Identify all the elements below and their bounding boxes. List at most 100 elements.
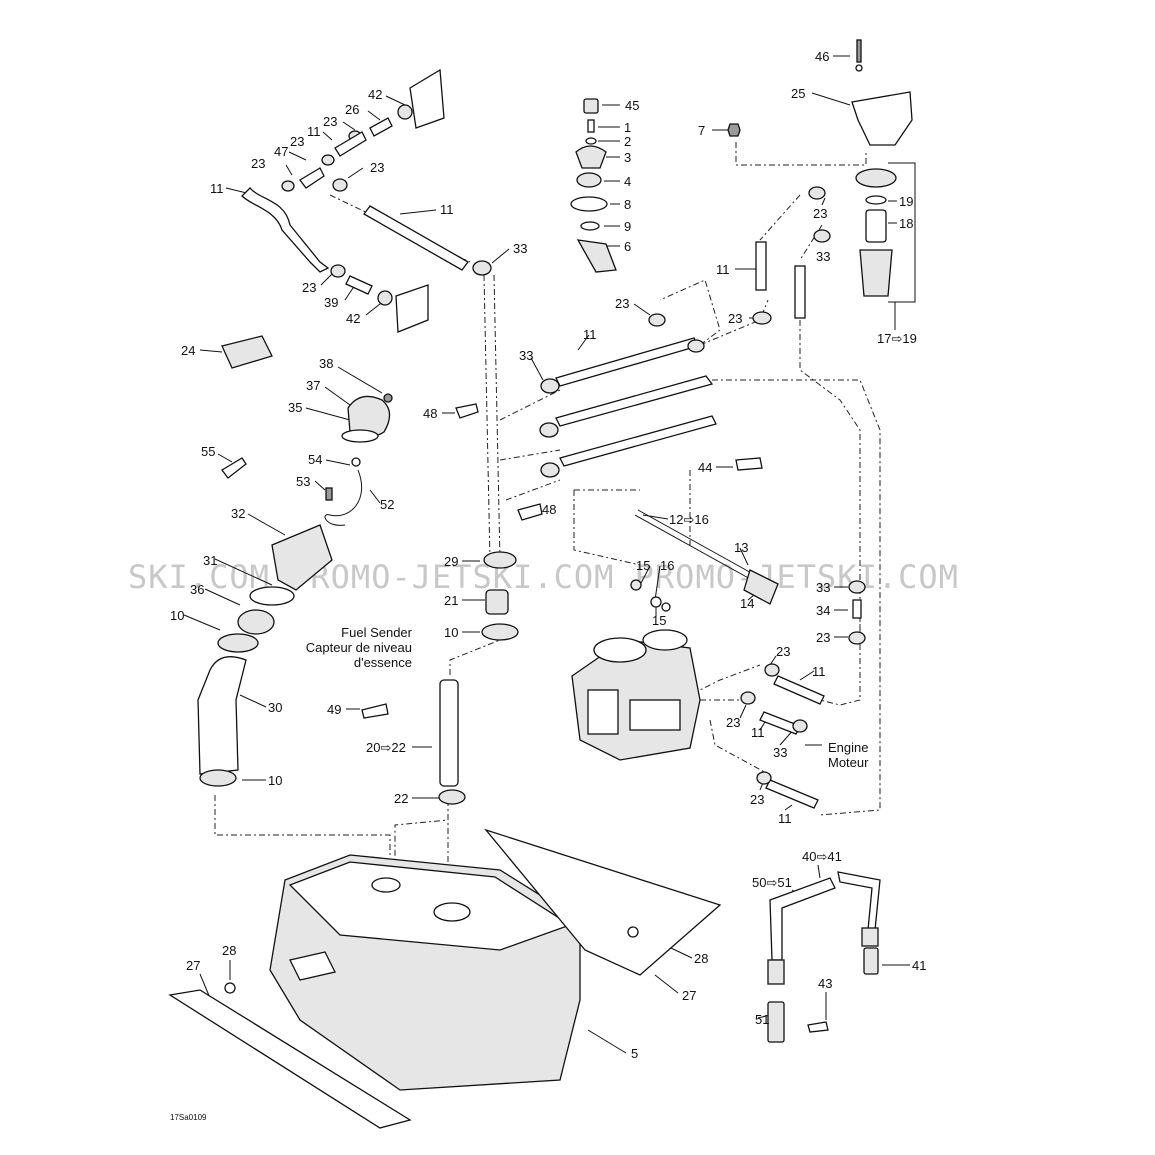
callout: 38 — [319, 356, 333, 371]
callout: 27 — [186, 958, 200, 973]
callout: 46 — [815, 49, 829, 64]
callout: 11 — [716, 262, 730, 277]
callout: 33 — [519, 348, 533, 363]
callout: 49 — [327, 702, 341, 717]
callout: 13 — [734, 540, 748, 555]
callout: 45 — [625, 98, 639, 113]
callout: 36 — [190, 582, 204, 597]
callout: 34 — [816, 603, 830, 618]
callout: 11 — [751, 725, 765, 740]
callout: 41 — [912, 958, 926, 973]
callout: 35 — [288, 400, 302, 415]
callout: 18 — [899, 216, 913, 231]
callout: 42 — [346, 311, 360, 326]
fuel-filter-assembly — [727, 39, 913, 297]
callout: 7 — [698, 123, 705, 138]
callout: 11 — [440, 202, 454, 217]
callout: 11 — [583, 327, 597, 342]
callout: 23 — [323, 114, 337, 129]
callout: 23 — [370, 160, 384, 175]
callout: 29 — [444, 554, 458, 569]
callout: 21 — [444, 593, 458, 608]
callout: 4 — [624, 174, 631, 189]
fuel-sender-note-fr: Capteur de niveau — [306, 640, 412, 655]
callout: 32 — [231, 506, 245, 521]
annotation-notes: Fuel Sender Capteur de niveau d'essence … — [306, 625, 869, 770]
callout: 37 — [306, 378, 320, 393]
callout: 27 — [682, 988, 696, 1003]
callout: 19 — [899, 194, 913, 209]
watermark: SKI.COM PROMO-JETSKI.COM PROMO-JETSKI.CO… — [128, 558, 959, 596]
callout: 40⇨41 — [802, 849, 842, 864]
fuel-sender-column — [361, 551, 519, 805]
callout: 23 — [750, 792, 764, 807]
callout-labels: 46 25 7 19 23 18 33 11 23 17⇨19 45 1 2 3… — [170, 49, 926, 1061]
callout: 10 — [268, 773, 282, 788]
carburetor — [571, 629, 701, 761]
callout: 8 — [624, 197, 631, 212]
callout: 11 — [778, 811, 792, 826]
callout: 14 — [740, 596, 754, 611]
vent-hoses — [241, 68, 492, 333]
callout: 24 — [181, 343, 195, 358]
callout: 20⇨22 — [366, 740, 406, 755]
tank-straps — [767, 871, 881, 1043]
callout: 28 — [694, 951, 708, 966]
drawing-code: 17Sa0109 — [170, 1113, 207, 1122]
callout: 26 — [345, 102, 359, 117]
callout: 23 — [726, 715, 740, 730]
callout: 15 — [636, 558, 650, 573]
callout: 1 — [624, 120, 631, 135]
callout: 47 — [274, 144, 288, 159]
callout: 48 — [423, 406, 437, 421]
callout: 23 — [290, 134, 304, 149]
callout: 54 — [308, 452, 322, 467]
filler-neck-assembly — [197, 335, 763, 787]
callout: 3 — [624, 150, 631, 165]
callout: 28 — [222, 943, 236, 958]
callout: 30 — [268, 700, 282, 715]
fuel-sender-note-en: Fuel Sender — [341, 625, 412, 640]
callout: 6 — [624, 239, 631, 254]
engine-note-en: Engine — [828, 740, 868, 755]
callout: 23 — [302, 280, 316, 295]
fuel-hoses-center — [539, 186, 831, 478]
leader-lines — [183, 55, 916, 1054]
choke-cable-assembly — [630, 509, 779, 612]
callout: 52 — [380, 497, 394, 512]
return-fittings — [740, 580, 866, 809]
callout: 55 — [201, 444, 215, 459]
callout: 23 — [615, 296, 629, 311]
fuel-sender-note-fr-2: d'essence — [354, 655, 412, 670]
callout: 23 — [813, 206, 827, 221]
callout: 23 — [728, 311, 742, 326]
callout: 16 — [660, 558, 674, 573]
callout: 9 — [624, 219, 631, 234]
callout: 22 — [394, 791, 408, 806]
callout: 5 — [631, 1046, 638, 1061]
callout: 10 — [170, 608, 184, 623]
callout: 43 — [818, 976, 832, 991]
callout: 50⇨51 — [752, 875, 792, 890]
callout: 33 — [816, 580, 830, 595]
callout: 11 — [210, 181, 224, 196]
callout: 23 — [776, 644, 790, 659]
callout: 39 — [324, 295, 338, 310]
callout: 10 — [444, 625, 458, 640]
callout: 23 — [251, 156, 265, 171]
callout: 51 — [755, 1012, 769, 1027]
callout: 33 — [816, 249, 830, 264]
callout: 33 — [513, 241, 527, 256]
callout: 44 — [698, 460, 712, 475]
callout: 11 — [812, 664, 826, 679]
callout: 33 — [773, 745, 787, 760]
callout: 53 — [296, 474, 310, 489]
callout: 23 — [816, 630, 830, 645]
callout: 48 — [542, 502, 556, 517]
callout: 31 — [203, 553, 217, 568]
callout: 15 — [652, 613, 666, 628]
fuel-tank — [168, 828, 722, 1129]
engine-note-fr: Moteur — [828, 755, 869, 770]
fuel-valve-stack — [570, 98, 617, 273]
